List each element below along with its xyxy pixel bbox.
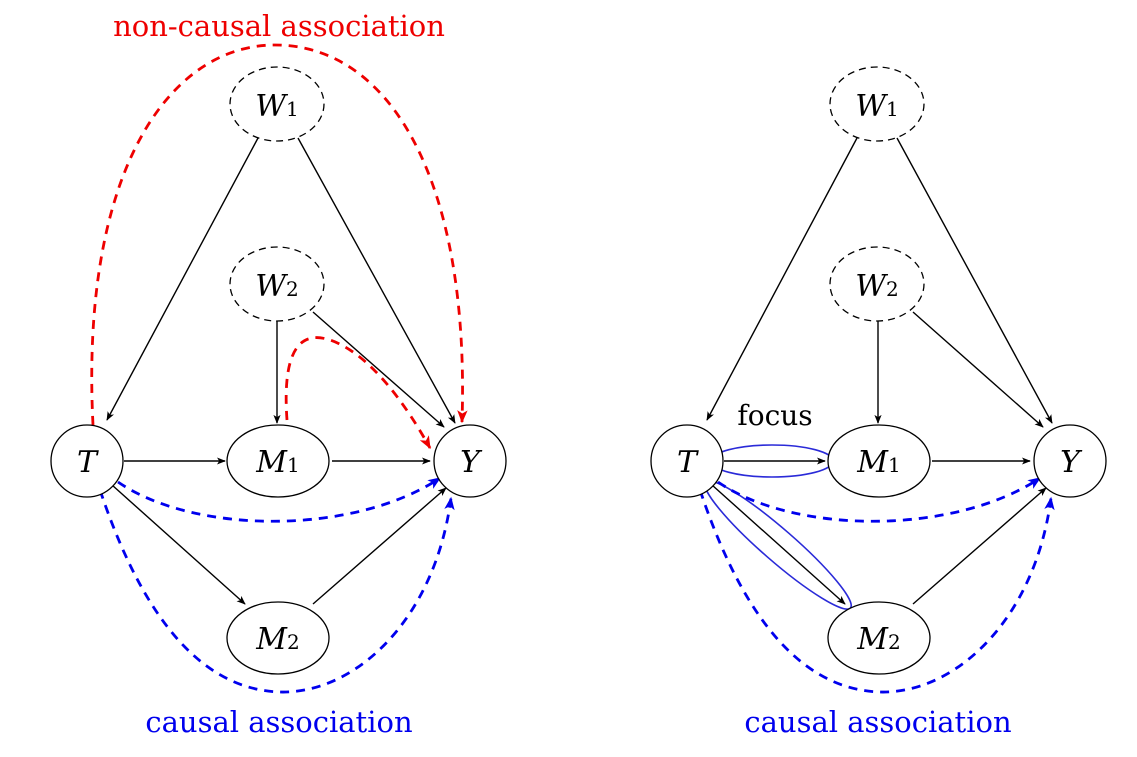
node-m1: M1: [226, 424, 330, 498]
node-t-right: T: [650, 424, 724, 498]
node-y: Y: [433, 424, 507, 498]
edge-t-m2: [111, 484, 246, 605]
node-m1-base: M: [255, 445, 288, 480]
left-panel: non-causal association causal associatio…: [50, 9, 507, 739]
noncausal-path-m1-w2: [284, 336, 432, 450]
node-m1-sub: 1: [287, 453, 300, 477]
node-w2-right-base: W: [855, 269, 888, 304]
node-w1-right: W1: [829, 66, 925, 142]
noncausal-path-backdoor-w1: [90, 43, 468, 426]
node-w2-right: W2: [829, 246, 925, 322]
svg-text:W2: W2: [255, 269, 299, 304]
node-y-right: Y: [1033, 424, 1107, 498]
right-causal-caption: causal association: [744, 705, 1011, 739]
edge-m2-y-right: [912, 487, 1047, 605]
node-m2-sub: 2: [287, 630, 300, 654]
node-m2: M2: [226, 601, 330, 675]
edge-w2-y: [312, 311, 445, 428]
svg-text:T: T: [77, 445, 99, 480]
node-m2-right-sub: 2: [888, 630, 901, 654]
causal-path-t-y-upper-right: [717, 476, 1042, 523]
svg-text:M1: M1: [856, 445, 900, 480]
focus-label: focus: [737, 399, 812, 432]
node-t: T: [50, 424, 124, 498]
node-y-right-base: Y: [1060, 445, 1083, 480]
node-w2-right-sub: 2: [886, 277, 899, 301]
node-w1-base: W: [255, 89, 288, 124]
causal-path-t-y-lower-right: [698, 489, 1055, 694]
svg-text:T: T: [677, 445, 699, 480]
right-panel: causal association focus W1 W2 T: [650, 66, 1107, 739]
edge-w1-y-right: [896, 137, 1053, 424]
node-m2-right-base: M: [856, 622, 889, 657]
node-w2: W2: [229, 246, 325, 322]
svg-text:M1: M1: [255, 445, 299, 480]
left-causal-caption: causal association: [145, 705, 412, 739]
svg-text:W1: W1: [255, 89, 299, 124]
svg-text:W2: W2: [855, 269, 899, 304]
svg-text:W1: W1: [855, 89, 899, 124]
node-m1-right-base: M: [856, 445, 889, 480]
svg-text:Y: Y: [460, 445, 483, 480]
edge-m2-y: [312, 487, 447, 605]
edge-w1-t-right: [706, 137, 858, 421]
node-m2-base: M: [255, 622, 288, 657]
edge-w1-y: [297, 137, 456, 424]
causal-path-t-y-lower: [98, 489, 455, 694]
node-t-right-base: T: [677, 445, 699, 480]
edge-t-m2-right: [711, 484, 846, 605]
svg-text:M2: M2: [856, 622, 900, 657]
left-noncausal-caption: non-causal association: [113, 9, 445, 43]
node-m2-right: M2: [827, 601, 931, 675]
edge-w1-t: [106, 137, 259, 421]
svg-text:M2: M2: [255, 622, 299, 657]
node-m1-right: M1: [827, 424, 931, 498]
svg-text:Y: Y: [1060, 445, 1083, 480]
node-w1: W1: [229, 66, 325, 142]
node-y-base: Y: [460, 445, 483, 480]
node-w2-base: W: [255, 269, 288, 304]
node-t-base: T: [77, 445, 99, 480]
causal-path-t-y-upper: [117, 476, 442, 523]
node-w1-right-base: W: [855, 89, 888, 124]
node-w2-sub: 2: [286, 277, 299, 301]
node-m1-right-sub: 1: [888, 453, 901, 477]
node-w1-right-sub: 1: [886, 97, 899, 121]
node-w1-sub: 1: [286, 97, 299, 121]
edge-w2-y-right: [912, 311, 1044, 428]
